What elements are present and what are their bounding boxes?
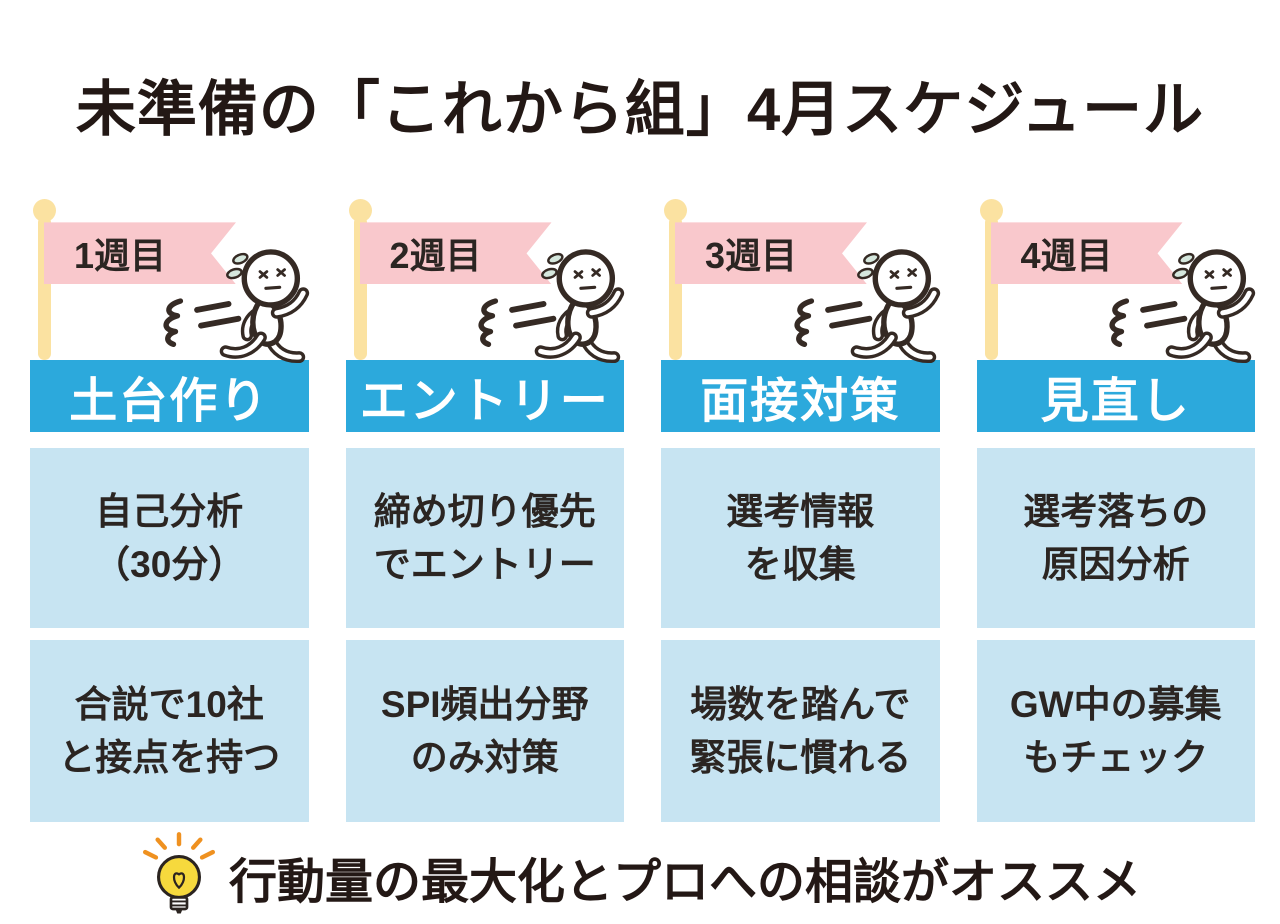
week-flag-banner: 3週目	[675, 222, 867, 285]
page-title: 未準備の「これから組」4月スケジュール	[75, 75, 1205, 143]
flag-pole-ball-icon	[664, 199, 687, 223]
week-label: 2週目	[389, 235, 482, 277]
week-column-3: 3週目 面接対策 選考情報 を収集 場数を踏んで 緊張に慣れる	[661, 199, 940, 823]
week-flag-banner: 1週目	[44, 222, 236, 285]
flag-pole-ball-icon	[979, 199, 1003, 223]
phase-header: 面接対策	[661, 360, 940, 433]
task-card: 自己分析 （30分）	[30, 448, 309, 629]
week-column-1: 1週目 土台作り 自己分析 （30分） 合説で10社 と接点を持つ	[30, 199, 309, 823]
running-person-icon	[776, 242, 948, 365]
task-text: 選考落ちの 原因分析	[1023, 490, 1209, 586]
running-person-icon	[145, 242, 317, 365]
week-flag: 1週目	[30, 199, 309, 360]
task-text: 合説で10社 と接点を持つ	[58, 683, 281, 779]
lightbulb-icon	[139, 830, 219, 924]
week-column-4: 4週目 見直し 選考落ちの 原因分析 GW中の募集 もチェック	[976, 199, 1256, 823]
task-text: GW中の募集 もチェック	[1009, 683, 1222, 779]
task-card: 選考落ちの 原因分析	[976, 448, 1255, 629]
task-card: 締め切り優先 でエントリー	[345, 448, 624, 629]
task-card: SPI頻出分野 のみ対策	[345, 640, 624, 823]
week-label: 1週目	[74, 235, 167, 277]
week-label: 3週目	[705, 235, 798, 277]
schedule-columns: 1週目 土台作り 自己分析 （30分） 合説で10社 と接点を持つ 2週目 エン…	[30, 199, 1256, 823]
flag-pole-ball-icon	[33, 199, 56, 223]
week-label: 4週目	[1020, 235, 1113, 277]
phase-label: エントリー	[359, 375, 610, 429]
phase-header: 見直し	[976, 360, 1255, 433]
footer-text: 行動量の最大化とプロへの相談がオススメ	[228, 856, 1141, 910]
week-flag: 2週目	[346, 199, 625, 360]
task-text: 場数を踏んで 緊張に慣れる	[689, 683, 912, 779]
task-card: 選考情報 を収集	[661, 448, 940, 629]
task-text: 締め切り優先 でエントリー	[373, 490, 596, 586]
week-flag: 3週目	[661, 199, 940, 360]
phase-label: 見直し	[1040, 375, 1191, 429]
week-flag: 4週目	[977, 199, 1256, 360]
week-flag-banner: 2週目	[359, 222, 552, 285]
running-person-icon	[460, 242, 632, 365]
phase-header: 土台作り	[30, 360, 309, 433]
task-card: 場数を踏んで 緊張に慣れる	[661, 640, 940, 823]
week-flag-banner: 4週目	[990, 222, 1183, 285]
task-text: SPI頻出分野 のみ対策	[380, 683, 589, 779]
task-text: 自己分析 （30分）	[93, 490, 246, 586]
phase-label: 面接対策	[700, 375, 901, 429]
footer-recommendation: 行動量の最大化とプロへの相談がオススメ	[0, 830, 1280, 924]
flag-pole-ball-icon	[348, 199, 372, 223]
phase-label: 土台作り	[69, 375, 270, 429]
running-person-icon	[1091, 242, 1263, 365]
task-text: 選考情報 を収集	[726, 490, 875, 586]
task-card: 合説で10社 と接点を持つ	[30, 640, 309, 823]
week-column-2: 2週目 エントリー 締め切り優先 でエントリー SPI頻出分野 のみ対策	[345, 199, 625, 823]
task-card: GW中の募集 もチェック	[976, 640, 1255, 823]
phase-header: エントリー	[345, 360, 624, 433]
